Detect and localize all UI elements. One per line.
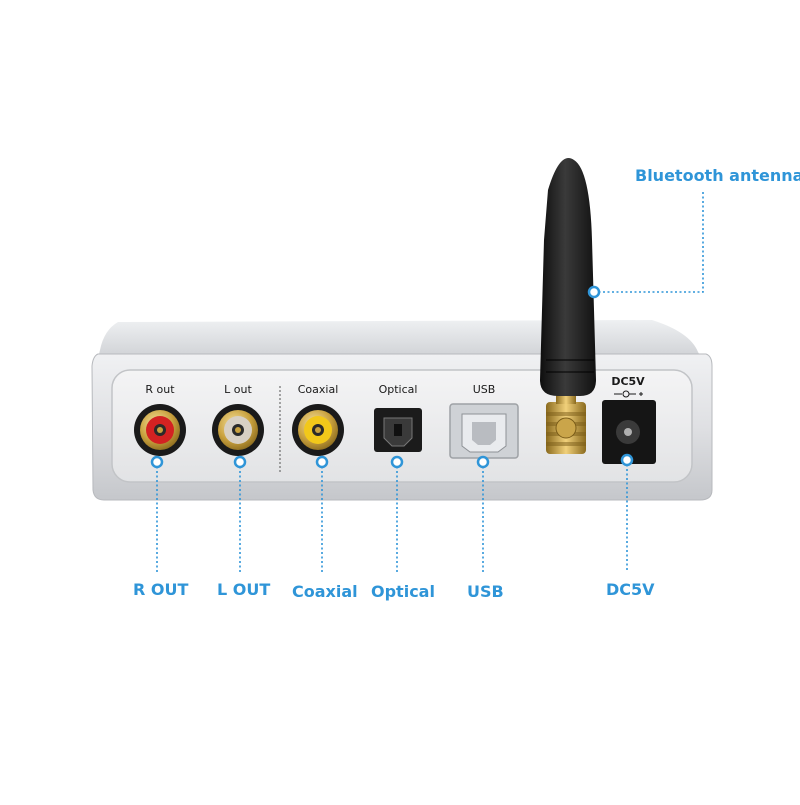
bluetooth-antenna <box>540 158 596 396</box>
callout-dot-r-out <box>150 455 164 469</box>
callout-r-out: R OUT <box>133 580 189 599</box>
callout-dot-antenna <box>587 285 601 299</box>
panel-label-usb: USB <box>473 383 496 396</box>
rca-jack-r-out <box>134 404 186 456</box>
callout-usb: USB <box>467 582 504 601</box>
rca-jack-l-out <box>212 404 264 456</box>
dc-polarity-icon <box>614 390 643 398</box>
callout-l-out: L OUT <box>217 580 271 599</box>
callout-coaxial: Coaxial <box>292 582 358 601</box>
panel-label-l-out: L out <box>224 383 252 396</box>
optical-port <box>374 408 422 452</box>
callout-dot-optical <box>390 455 404 469</box>
callout-dots <box>150 285 634 469</box>
callout-dot-usb <box>476 455 490 469</box>
panel-label-dc5v: DC5V <box>611 375 645 388</box>
panel-label-r-out: R out <box>145 383 175 396</box>
dc-power-jack <box>602 400 656 464</box>
callout-optical: Optical <box>371 582 435 601</box>
callout-dot-dc5v <box>620 453 634 467</box>
callout-dc5v: DC5V <box>606 580 655 599</box>
panel-label-optical: Optical <box>379 383 418 396</box>
callout-leaders <box>156 192 704 572</box>
antenna-connector <box>546 390 586 454</box>
rca-jack-coaxial <box>292 404 344 456</box>
panel-label-coaxial: Coaxial <box>298 383 339 396</box>
callout-dot-coaxial <box>315 455 329 469</box>
callout-dot-l-out <box>233 455 247 469</box>
usb-b-port <box>449 403 519 459</box>
callout-bluetooth-antenna: Bluetooth antenna <box>635 166 800 185</box>
